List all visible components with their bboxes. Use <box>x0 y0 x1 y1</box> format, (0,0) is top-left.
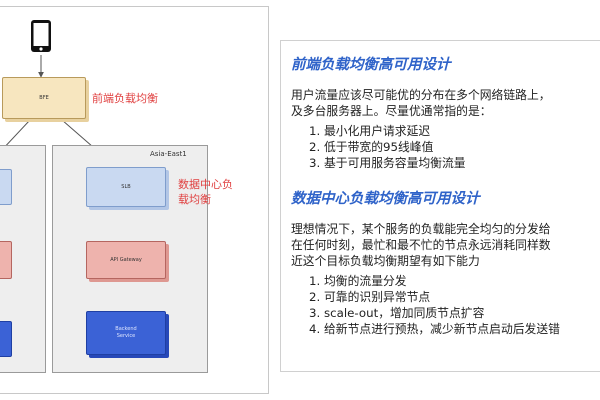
frontend-section-title: 前端负载均衡高可用设计 <box>291 57 451 73</box>
frontend-para-line1: 用户流量应该尽可能优的分布在多个网络链路上， <box>291 88 551 102</box>
api-gateway-label: API Gateway <box>110 256 142 263</box>
datacenter-list: 1. 均衡的流量分发 2. 可靠的识别异常节点 3. scale-out，增加同… <box>309 273 560 337</box>
bfe-label: BFE <box>39 94 49 101</box>
service-label-line1: Backend <box>115 326 137 332</box>
slb-label: SLB <box>121 183 131 190</box>
frontend-paragraph: 用户流量应该尽可能优的分布在多个网络链路上， 及多台服务器上。尽量优通常指的是： <box>291 87 551 119</box>
list-item: 1. 均衡的流量分发 <box>309 274 407 288</box>
architecture-diagram: Asia-East1 BFE SLB API Gateway Backend S… <box>0 6 269 394</box>
frontend-para-line2: 及多台服务器上。尽量优通常指的是： <box>291 104 492 118</box>
dc-note-line2: 载均衡 <box>178 193 211 206</box>
frontend-list: 1. 最小化用户请求延迟 2. 低于带宽的95线峰值 3. 基于可用服务容量均衡… <box>309 123 466 171</box>
list-item: 2. 可靠的识别异常节点 <box>309 290 431 304</box>
bfe-node: BFE <box>2 77 86 119</box>
datacenter-paragraph: 理想情况下，某个服务的负载能完全均匀的分发给 在任何时刻，最忙和最不忙的节点永远… <box>291 221 551 269</box>
dc-note-line1: 数据中心负 <box>178 178 233 191</box>
list-item: 2. 低于带宽的95线峰值 <box>309 140 434 154</box>
list-item: 1. 最小化用户请求延迟 <box>309 124 431 138</box>
text-panel: 前端负载均衡高可用设计 用户流量应该尽可能优的分布在多个网络链路上， 及多台服务… <box>280 40 600 372</box>
bfe-note: 前端负载均衡 <box>92 92 158 105</box>
slb-node: SLB <box>86 167 166 207</box>
region-label: Asia-East1 <box>150 150 187 158</box>
dc-para-line3: 近这个目标负载均衡期望有如下能力 <box>291 254 480 268</box>
list-item: 3. scale-out，增加同质节点扩容 <box>309 306 485 320</box>
service-label-line2: Service <box>116 333 136 339</box>
list-item: 3. 基于可用服务容量均衡流量 <box>309 156 466 170</box>
dc-para-line1: 理想情况下，某个服务的负载能完全均匀的分发给 <box>291 222 551 236</box>
list-item: 4. 给新节点进行预热，减少新节点启动后发送错 <box>309 322 560 336</box>
phone-icon <box>31 20 51 52</box>
left-api-node <box>0 241 12 279</box>
dc-note: 数据中心负 载均衡 <box>178 177 233 207</box>
api-gateway-node: API Gateway <box>86 241 166 279</box>
dc-para-line2: 在任何时刻，最忙和最不忙的节点永远消耗同样数 <box>291 238 551 252</box>
datacenter-section-title: 数据中心负载均衡高可用设计 <box>291 191 480 207</box>
left-service-node <box>0 321 12 357</box>
left-slb-node <box>0 169 12 205</box>
backend-service-node: Backend Service <box>86 311 166 355</box>
